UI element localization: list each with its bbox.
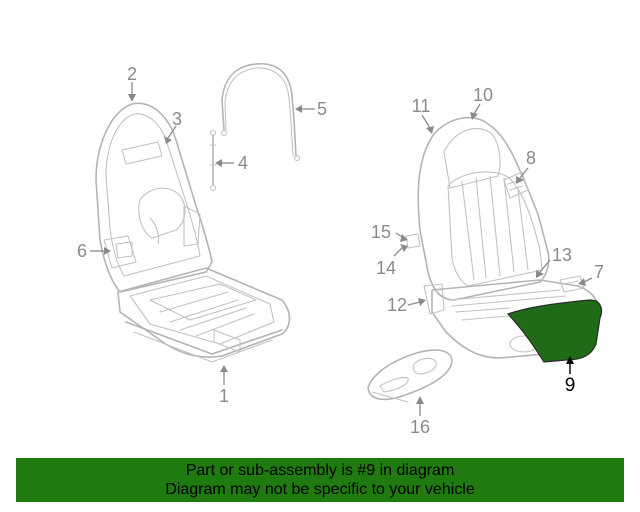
footer-line-disclaimer: Diagram may not be specific to your vehi… — [165, 481, 475, 498]
callout-10: 10 — [473, 85, 493, 105]
callout-9: 9 — [565, 375, 576, 396]
callout-6: 6 — [77, 241, 87, 261]
footer-banner: Part or sub-assembly is #9 in diagram Di… — [16, 458, 624, 502]
callout-14: 14 — [376, 258, 396, 278]
callout-15: 15 — [371, 222, 391, 242]
callout-7: 7 — [594, 262, 604, 282]
cable-part-4 — [209, 129, 217, 192]
leader-lines — [90, 82, 593, 416]
callout-16: 16 — [410, 417, 430, 437]
switch-panel-part-16 — [367, 349, 453, 403]
callout-13: 13 — [552, 245, 572, 265]
footer-line-part-info: Part or sub-assembly is #9 in diagram — [185, 462, 455, 479]
callout-11: 11 — [412, 96, 431, 116]
callout-12: 12 — [387, 295, 407, 315]
parts-diagram: 1 2 3 4 5 6 7 8 9 10 11 12 13 14 15 16 — [77, 63, 604, 437]
callout-4: 4 — [238, 153, 248, 173]
wire-part-5 — [220, 63, 301, 162]
callout-1: 1 — [219, 386, 229, 406]
callout-3: 3 — [172, 109, 182, 129]
seat-frame-assembly — [95, 102, 291, 363]
callout-8: 8 — [526, 148, 536, 168]
highlighted-cushion-part-9 — [506, 299, 603, 363]
callout-5: 5 — [317, 99, 327, 119]
callout-2: 2 — [127, 64, 137, 84]
